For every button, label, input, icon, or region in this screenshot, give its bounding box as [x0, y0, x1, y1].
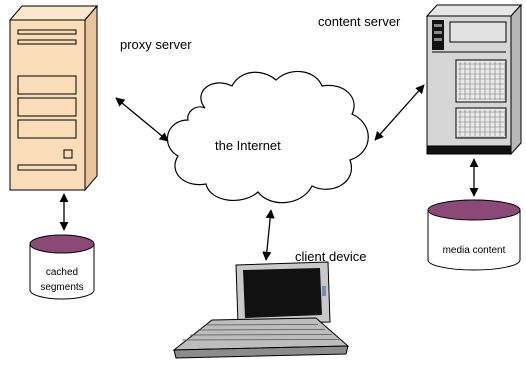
client-device-node: client device [172, 249, 367, 359]
content-server-node: content server [318, 3, 523, 156]
cloud-icon [166, 70, 369, 204]
database-cylinder-icon [427, 199, 521, 271]
media-content-node: media content [427, 199, 521, 271]
connections [59, 84, 479, 261]
edge-proxy-internet [115, 97, 169, 142]
edge-internet-client [262, 209, 275, 261]
tower-server-icon [8, 4, 99, 192]
proxy-server-label: proxy server [120, 37, 192, 52]
proxy-server-node: proxy server [8, 4, 192, 192]
internet-label: the Internet [215, 138, 281, 153]
client-device-label: client device [295, 249, 367, 264]
tower-server-icon [425, 3, 523, 156]
cached-segments-label-line1: cached [46, 267, 78, 278]
edge-internet-content [374, 84, 425, 141]
laptop-icon [172, 261, 350, 359]
content-server-label: content server [318, 14, 401, 29]
internet-node: the Internet [166, 70, 369, 204]
database-cylinder-icon [29, 234, 95, 300]
cached-segments-node: cached segments [29, 234, 95, 300]
cached-segments-label-line2: segments [40, 282, 83, 293]
media-content-label: media content [443, 245, 506, 256]
